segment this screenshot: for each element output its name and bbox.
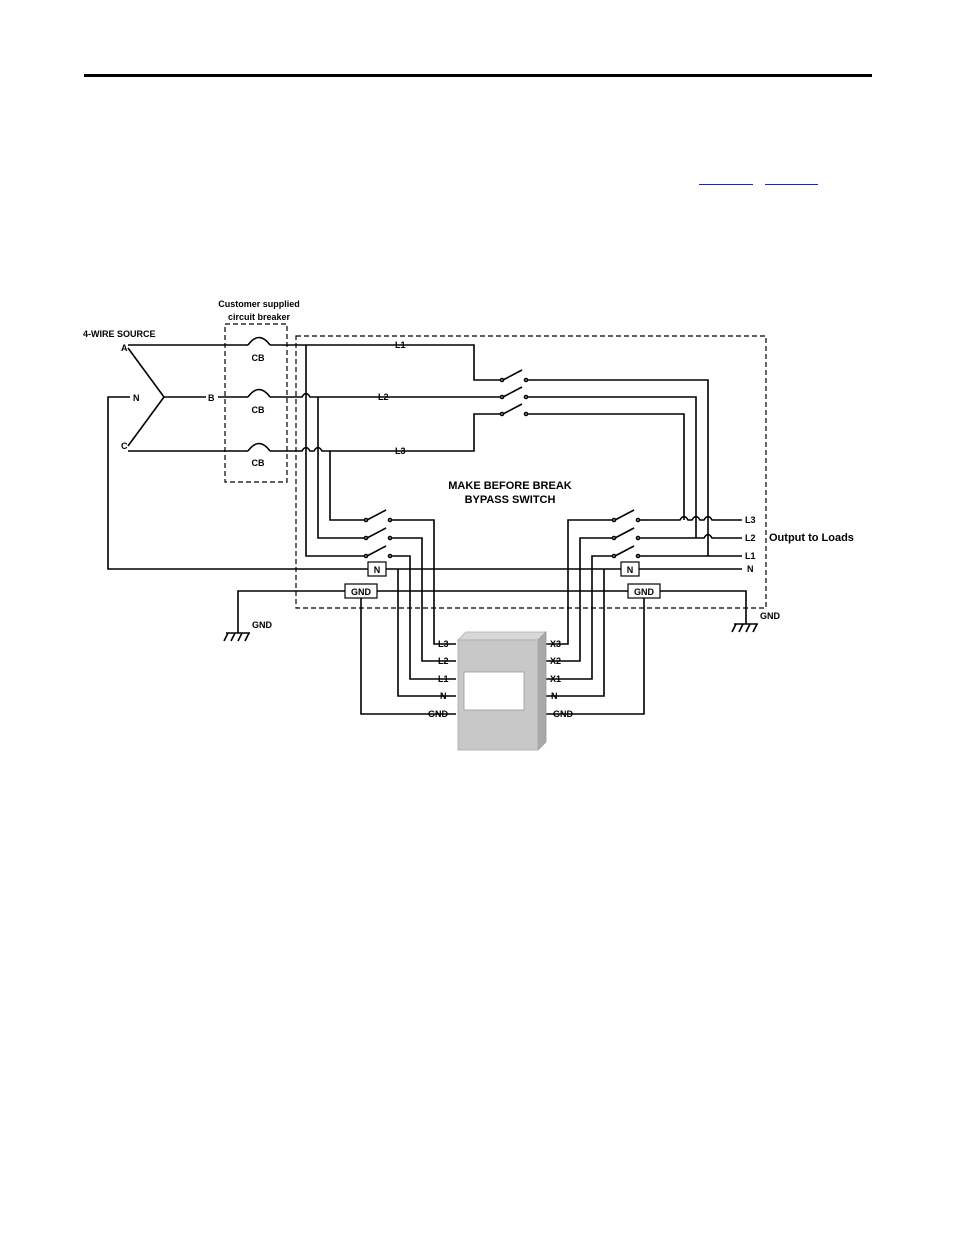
gnd-block-label: GND: [634, 587, 655, 597]
gnd-label: GND: [252, 620, 273, 630]
bypass-switch-label: BYPASS SWITCH: [465, 494, 556, 506]
l2-label: L2: [378, 392, 389, 402]
neutral-label: N: [133, 393, 140, 403]
switch-right: [613, 510, 640, 558]
ups-unit-top: [458, 632, 546, 640]
ups-display: [464, 672, 524, 710]
out-l2-label: L2: [745, 533, 756, 543]
ups-n-label: N: [440, 691, 447, 701]
ups-l3-label: L3: [438, 639, 449, 649]
ground-icon: [732, 624, 758, 632]
cb-label: CB: [252, 458, 265, 468]
ups-gnd-label: GND: [428, 709, 449, 719]
switch-top: [501, 370, 528, 416]
ups-l2-label: L2: [438, 656, 449, 666]
neutral-wire: [108, 397, 368, 569]
phase-a-label: A: [121, 343, 128, 353]
out-l1-label: L1: [745, 551, 756, 561]
ups-l1-label: L1: [438, 674, 449, 684]
ups-x2-label: X2: [550, 656, 561, 666]
l3-label: L3: [395, 446, 406, 456]
breaker-a: [248, 338, 270, 346]
source-wye: [128, 348, 206, 446]
out-n-label: N: [747, 564, 754, 574]
ups-unit-side: [538, 632, 546, 750]
l1-label: L1: [395, 340, 406, 350]
gnd-label: GND: [760, 611, 781, 621]
ups-x1-label: X1: [550, 674, 561, 684]
cb-label: CB: [252, 405, 265, 415]
phase-b-label: B: [208, 393, 215, 403]
line-l1: [270, 345, 500, 380]
breaker-c: [248, 444, 270, 452]
top-out-l1: [528, 380, 708, 556]
line-l3: [270, 414, 500, 451]
top-out-l2: [528, 397, 696, 538]
cb-label: CB: [252, 353, 265, 363]
output-label: Output to Loads: [769, 532, 854, 544]
ups-gnd-out-label: GND: [553, 709, 574, 719]
ground-icon: [224, 633, 250, 641]
cb-group-label: circuit breaker: [228, 312, 291, 322]
switch-left: [365, 510, 392, 558]
breaker-b: [248, 390, 270, 398]
out-l2: [640, 535, 742, 539]
line-l3-drop: [330, 451, 364, 520]
neutral-block-label: N: [627, 565, 634, 575]
line-l2-drop: [318, 397, 364, 538]
source-label: 4-WIRE SOURCE: [83, 329, 156, 339]
bypass-switch-label: MAKE BEFORE BREAK: [448, 480, 572, 492]
phase-c-label: C: [121, 441, 128, 451]
out-l3-label: L3: [745, 515, 756, 525]
neutral-block-label: N: [374, 565, 381, 575]
gnd-block-label: GND: [351, 587, 372, 597]
cb-group-label: Customer supplied: [218, 299, 300, 309]
out-l3: [640, 517, 742, 521]
ups-x3-label: X3: [550, 639, 561, 649]
ups-n-out-label: N: [551, 691, 558, 701]
